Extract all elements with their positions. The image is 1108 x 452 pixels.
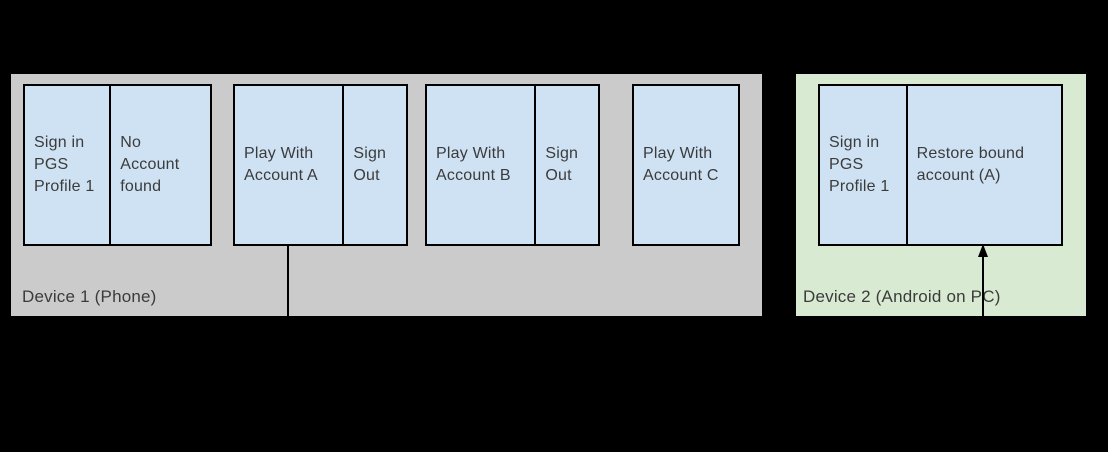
- box-play-with-account-b: Play With Account B: [427, 86, 534, 244]
- box-label: No Account found: [120, 134, 180, 195]
- box-label: Play With Account C: [643, 145, 719, 184]
- box-no-account-found: No Account found: [109, 86, 210, 244]
- box-sign-out-a: Sign Out: [342, 86, 406, 244]
- step-restore-account: Sign in PGS Profile 1 Restore bound acco…: [818, 84, 1063, 246]
- box-label: Sign in PGS Profile 1: [829, 134, 890, 195]
- box-play-with-account-c: Play With Account C: [634, 86, 738, 244]
- device1-label: Device 1 (Phone): [22, 287, 157, 306]
- device2-label: Device 2 (Android on PC): [803, 287, 1001, 306]
- box-label: Restore bound account (A): [916, 145, 1025, 184]
- device2-panel: Sign in PGS Profile 1 Restore bound acco…: [796, 74, 1086, 316]
- box-label: Play With Account B: [436, 145, 511, 184]
- box-sign-out-b: Sign Out: [534, 86, 598, 244]
- step-play-account-c: Play With Account C: [632, 84, 740, 246]
- box-play-with-account-a: Play With Account A: [235, 86, 342, 244]
- step-play-account-b: Play With Account B Sign Out: [425, 84, 600, 246]
- box-label: Sign Out: [545, 145, 579, 184]
- step-play-account-a: Play With Account A Sign Out: [233, 84, 408, 246]
- box-restore-bound-account-a: Restore bound account (A): [905, 86, 1061, 244]
- box-sign-in-pgs-profile-1: Sign in PGS Profile 1: [25, 86, 109, 244]
- box-label: Sign in PGS Profile 1: [34, 134, 95, 195]
- box-sign-in-pgs-profile-1-device2: Sign in PGS Profile 1: [820, 86, 906, 244]
- device1-panel: Sign in PGS Profile 1 No Account found P…: [11, 74, 762, 316]
- box-label: Play With Account A: [244, 145, 318, 184]
- box-label: Sign Out: [353, 145, 387, 184]
- step-signin-noaccount: Sign in PGS Profile 1 No Account found: [23, 84, 212, 246]
